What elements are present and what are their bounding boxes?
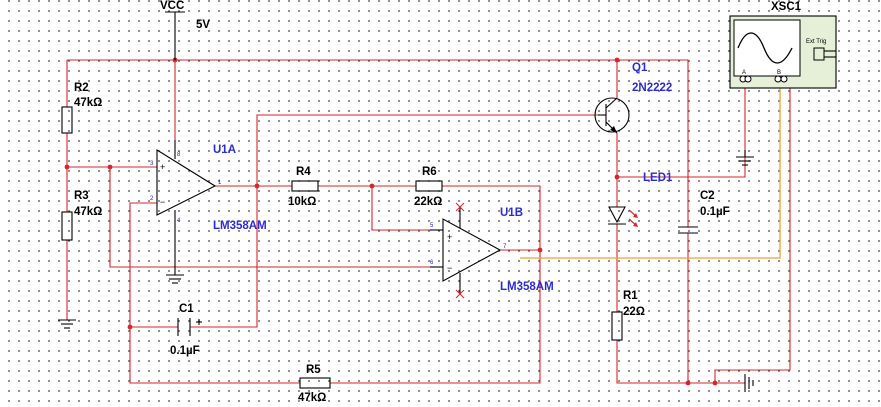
- opamp-u1a: + − 3 2 1 8 4 U1A LM358AM: [150, 140, 267, 275]
- r3-ref: R3: [74, 190, 89, 202]
- resistor-r5: R5 47kΩ: [298, 364, 331, 404]
- nc-mark-top: [455, 202, 465, 212]
- resistor-r4: R4 10kΩ: [288, 166, 319, 208]
- ground-left: [58, 319, 76, 329]
- led-led1: LED1: [608, 172, 673, 227]
- c2-ref: C2: [700, 190, 715, 202]
- nc-mark-bottom: [455, 289, 465, 299]
- u1b-minus-sign: −: [447, 263, 452, 273]
- led1-ref: LED1: [643, 172, 673, 184]
- u1b-pin-6: 6: [430, 260, 434, 266]
- junctions: [64, 57, 718, 386]
- c2-value: 0.1µF: [700, 206, 730, 218]
- u1b-pin-5: 5: [430, 223, 434, 229]
- u1b-ref: U1B: [500, 207, 523, 219]
- u1b-pin-7: 7: [503, 244, 507, 250]
- c1-ref: C1: [179, 303, 194, 315]
- u1a-pin-3: 3: [150, 161, 154, 167]
- r4-value: 10kΩ: [288, 196, 316, 208]
- r6-value: 22kΩ: [414, 196, 442, 208]
- vcc-source: VCC 5V: [160, 0, 210, 60]
- r3-value: 47kΩ: [74, 206, 102, 218]
- channel-b-label: B: [777, 70, 781, 76]
- r6-ref: R6: [422, 166, 437, 178]
- xsc1-ref: XSC1: [771, 1, 802, 13]
- u1a-pin-4: 4: [177, 218, 181, 224]
- r2-ref: R2: [74, 82, 89, 94]
- resistor-r3: R3 47kΩ: [61, 190, 102, 241]
- probe-wire: [520, 80, 781, 259]
- ground-u1a: [166, 274, 184, 284]
- ground-scope: [736, 150, 754, 166]
- u1a-pin-1: 1: [218, 180, 222, 186]
- resistor-r2: R2 47kΩ: [61, 82, 102, 134]
- c1-value: 0.1µF: [170, 345, 200, 357]
- u1a-pin-2: 2: [150, 196, 154, 202]
- vcc-value: 5V: [196, 19, 210, 31]
- resistor-r1: R1 22Ω: [611, 290, 645, 341]
- u1a-model: LM358AM: [213, 220, 267, 232]
- u1b-plus-sign: +: [447, 232, 452, 242]
- ground-right: [744, 374, 754, 392]
- u1a-ref: U1A: [213, 144, 236, 156]
- r5-value: 47kΩ: [298, 392, 326, 404]
- u1a-pin-8: 8: [177, 152, 181, 158]
- capacitor-c1: C1 0.1µF: [170, 303, 202, 357]
- r1-value: 22Ω: [623, 306, 645, 318]
- opamp-u1b: + − 5 6 7 U1B LM358AM: [430, 207, 554, 293]
- r5-ref: R5: [306, 364, 321, 376]
- u1a-plus-sign: +: [160, 162, 165, 172]
- u1b-model: LM358AM: [500, 281, 554, 293]
- r2-value: 47kΩ: [74, 97, 102, 109]
- r4-ref: R4: [296, 166, 311, 178]
- channel-a-label: A: [742, 70, 746, 76]
- oscilloscope-xsc1: XSC1 Ext Trig A B: [729, 1, 837, 89]
- q1-model: 2N2222: [632, 82, 672, 94]
- u1a-minus-sign: −: [160, 197, 165, 207]
- capacitor-c2: C2 0.1µF: [678, 190, 730, 234]
- q1-ref: Q1: [632, 62, 648, 74]
- wires: [66, 59, 791, 384]
- r1-ref: R1: [623, 290, 638, 302]
- resistor-r6: R6 22kΩ: [414, 166, 443, 208]
- vcc-label: VCC: [160, 0, 184, 12]
- ext-trig-label: Ext Trig: [806, 39, 826, 45]
- transistor-q1: Q1 2N2222: [594, 62, 672, 134]
